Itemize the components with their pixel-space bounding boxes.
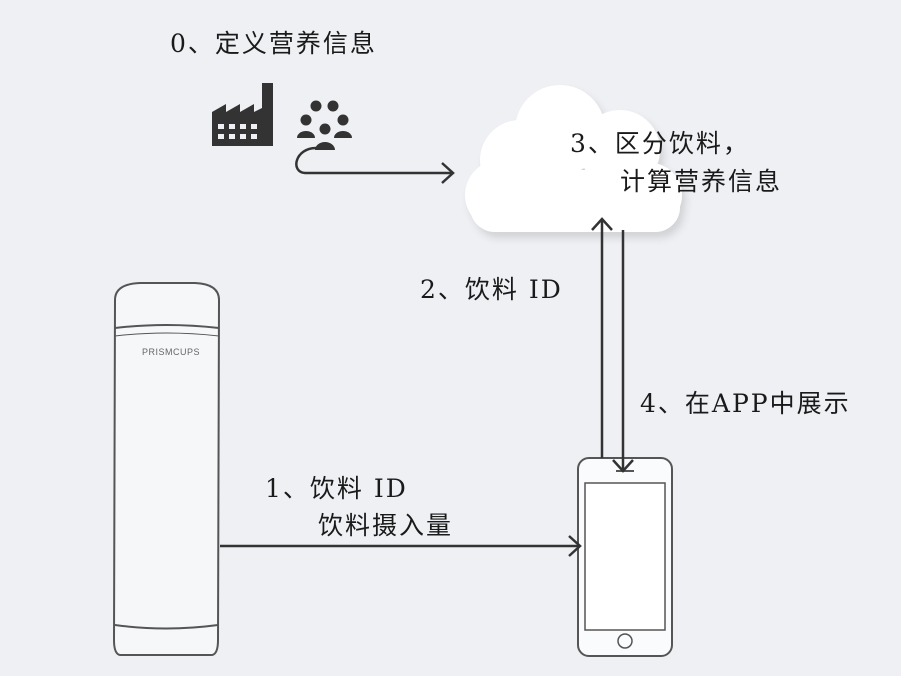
cloud-icon	[465, 85, 682, 232]
arrow-cup-to-phone	[220, 535, 582, 557]
smartphone-icon	[577, 457, 673, 657]
step1-label-line2: 饮料摄入量	[318, 511, 454, 540]
people-group-icon	[297, 100, 352, 150]
cup-icon	[112, 282, 221, 656]
step3-label-line1: 3、区分饮料，	[570, 129, 750, 158]
arrow-phone-to-cloud	[591, 217, 613, 458]
step2-label: 2、饮料 ID	[420, 275, 563, 304]
data-flow-arrow-to-cloud	[295, 146, 452, 175]
step1-label-line1: 1、饮料 ID	[265, 474, 408, 503]
step3-label-line2: 计算营养信息	[620, 167, 783, 196]
step4-label: 4、在APP中展示	[640, 389, 851, 418]
factory-icon	[212, 83, 273, 146]
arrow-cloud-to-phone	[612, 230, 634, 473]
cup-brand-logo: PRISMCUPS	[142, 347, 200, 357]
step0-label: 0、定义营养信息	[170, 29, 377, 58]
